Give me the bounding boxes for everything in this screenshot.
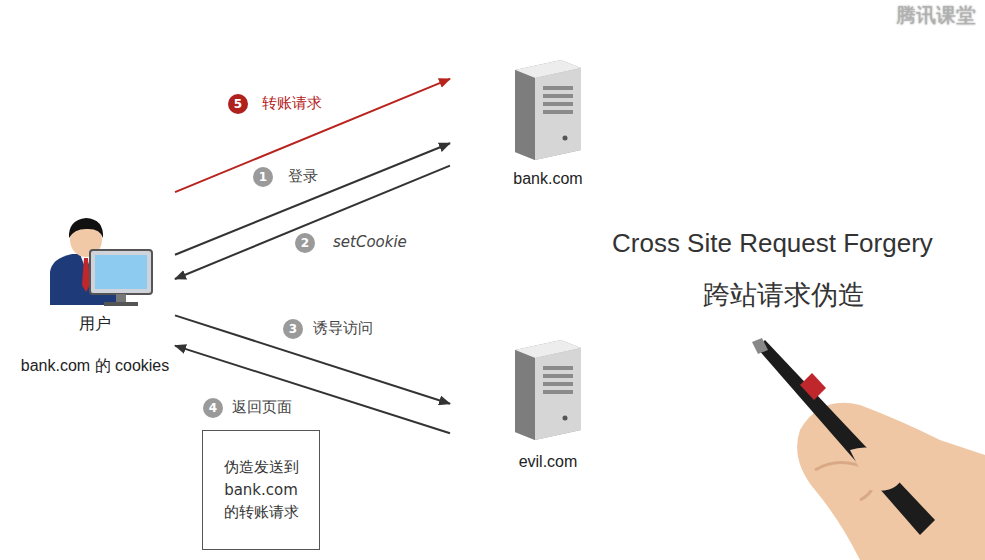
arrow-connector [175, 143, 450, 255]
edge-label: 登录 [286, 167, 320, 186]
edge-label: setCookie [331, 233, 409, 251]
user-icon [50, 218, 152, 306]
server-icon [515, 60, 581, 160]
callout-number: 4 [203, 398, 223, 418]
title-text: Cross Site Request Forgery [612, 228, 933, 259]
arrow-connector [175, 346, 450, 434]
arrow-connector [175, 79, 450, 192]
user-node: 用户 bank.com 的 cookies [15, 180, 175, 382]
edge-label: 转账请求 [260, 94, 324, 113]
edge-label: 诱导访问 [311, 319, 375, 338]
arrow-connector [175, 166, 450, 279]
server-icon [515, 340, 581, 440]
node-label: 用户 [79, 312, 111, 336]
callout-number: 5 [228, 94, 248, 114]
note-text: 伪造发送到 bank.com 的转账请求 [217, 456, 305, 524]
callout-number: 1 [253, 167, 273, 187]
node-note: bank.com 的 cookies [21, 354, 170, 378]
callout-number: 3 [283, 319, 303, 339]
hand-with-pen [752, 338, 985, 560]
callout-number: 2 [295, 233, 315, 253]
server-node: bank.com [450, 55, 646, 195]
edge-label: 返回页面 [230, 398, 294, 417]
watermark: 腾讯课堂 [896, 2, 976, 29]
node-label: evil.com [519, 450, 578, 474]
server-node: evil.com [450, 338, 646, 478]
note-box: 伪造发送到 bank.com 的转账请求 [202, 430, 320, 550]
subtitle-text: 跨站请求伪造 [703, 277, 865, 313]
node-label: bank.com [513, 167, 582, 191]
